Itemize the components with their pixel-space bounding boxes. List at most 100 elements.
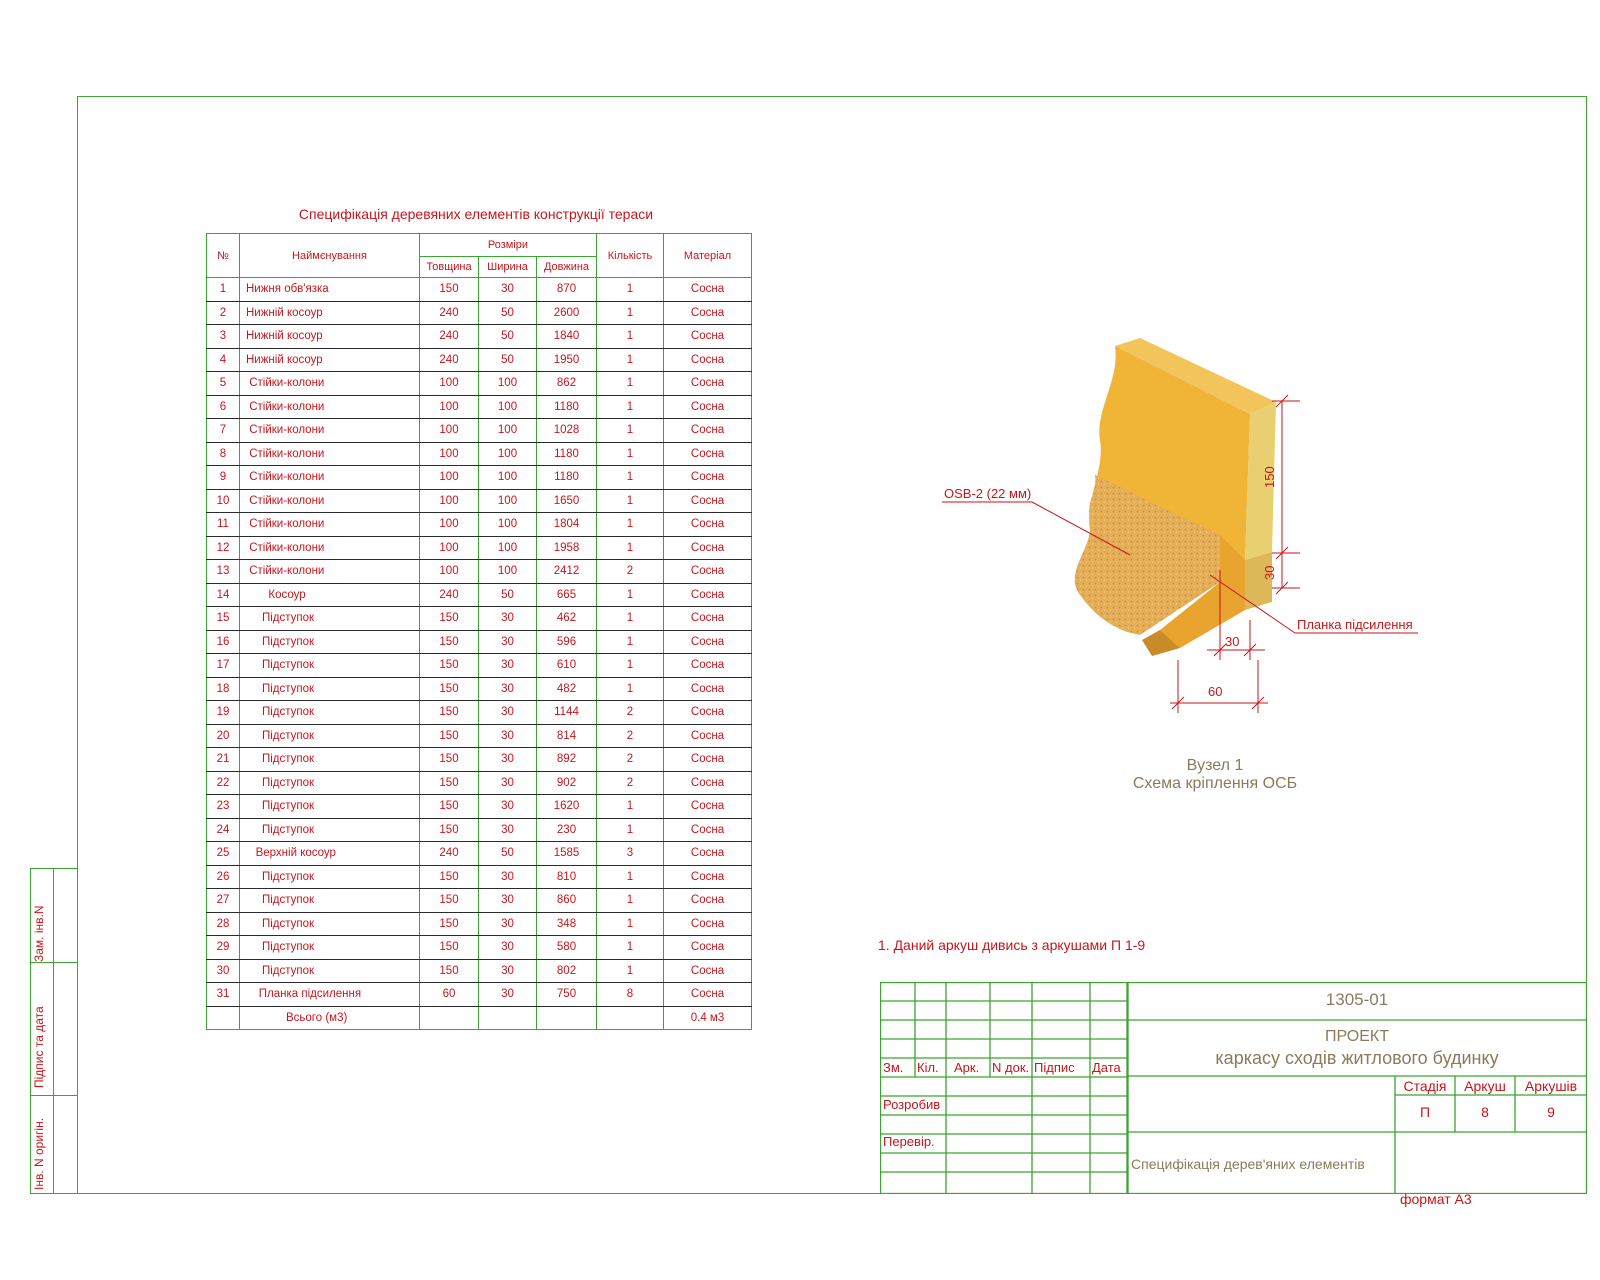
row-thickness: 100 — [419, 371, 479, 396]
row-num: 21 — [206, 747, 240, 772]
row-num: 15 — [206, 606, 240, 631]
row-qty: 1 — [596, 582, 664, 607]
side-label-pidpys: Підпис та дата — [32, 1006, 46, 1088]
row-width: 30 — [478, 817, 537, 842]
row-material: Сосна — [663, 347, 752, 372]
row-thickness: 150 — [419, 653, 479, 678]
project-line1: ПРОЕКТ — [1324, 1028, 1390, 1045]
row-qty: 2 — [596, 559, 664, 584]
row-material: Сосна — [663, 300, 752, 325]
row-qty: 1 — [596, 676, 664, 701]
stage-value: П — [1419, 1104, 1431, 1120]
row-qty: 1 — [596, 324, 664, 349]
header-thickness: Товщина — [419, 256, 479, 278]
row-material: Сосна — [663, 606, 752, 631]
dim-60 — [1170, 660, 1268, 713]
plank-bottom — [1142, 630, 1180, 656]
row-material: Сосна — [663, 441, 752, 466]
board-side-face — [1245, 402, 1276, 560]
row-length: 1958 — [536, 535, 597, 560]
plank-leader — [1209, 574, 1418, 634]
row-qty: 1 — [596, 817, 664, 842]
osb-plate — [1074, 475, 1220, 635]
sheet-title: Специфікація дерев'яних елементів — [1131, 1156, 1365, 1172]
row-length: 1950 — [536, 347, 597, 372]
row-thickness: 100 — [419, 559, 479, 584]
row-thickness: 150 — [419, 629, 479, 654]
row-length: 862 — [536, 371, 597, 396]
row-length: 1650 — [536, 488, 597, 513]
row-name: Підступок — [239, 911, 420, 936]
row-qty: 1 — [596, 606, 664, 631]
row-width: 100 — [478, 465, 537, 490]
row-thickness: 150 — [419, 794, 479, 819]
row-qty: 1 — [596, 653, 664, 678]
row-qty: 1 — [596, 394, 664, 419]
row-material: Сосна — [663, 582, 752, 607]
total-row: Всього (м3) 0.4 м3 — [206, 1005, 752, 1030]
row-width: 100 — [478, 559, 537, 584]
row-qty: 8 — [596, 982, 664, 1007]
row-material: Сосна — [663, 277, 752, 302]
dim-30-horizontal — [1207, 570, 1265, 660]
row-material: Сосна — [663, 394, 752, 419]
row-thickness: 150 — [419, 770, 479, 795]
dim-30-horizontal-label: 30 — [1225, 634, 1239, 649]
row-thickness: 150 — [419, 606, 479, 631]
row-name: Підступок — [239, 747, 420, 772]
row-width: 30 — [478, 700, 537, 725]
row-length: 1180 — [536, 441, 597, 466]
row-thickness: 150 — [419, 700, 479, 725]
row-length: 596 — [536, 629, 597, 654]
row-width: 30 — [478, 935, 537, 960]
row-material: Сосна — [663, 935, 752, 960]
plank-front — [1160, 535, 1245, 648]
row-length: 750 — [536, 982, 597, 1007]
row-qty: 1 — [596, 371, 664, 396]
col-ark: Арк. — [954, 1060, 980, 1075]
row-length: 1585 — [536, 841, 597, 866]
row-width: 30 — [478, 606, 537, 631]
row-num: 3 — [206, 324, 240, 349]
row-num: 31 — [206, 982, 240, 1007]
row-name: Планка підсилення — [239, 982, 420, 1007]
sheet-value: 8 — [1481, 1104, 1489, 1120]
row-width: 30 — [478, 629, 537, 654]
row-qty: 1 — [596, 512, 664, 537]
row-name: Стійки-колони — [239, 441, 420, 466]
row-num: 24 — [206, 817, 240, 842]
row-num: 14 — [206, 582, 240, 607]
row-num: 2 — [206, 300, 240, 325]
row-length: 348 — [536, 911, 597, 936]
dim-30-vertical-label: 30 — [1262, 566, 1277, 580]
row-thickness: 150 — [419, 935, 479, 960]
row-width: 50 — [478, 300, 537, 325]
row-length: 892 — [536, 747, 597, 772]
row-name: Підступок — [239, 606, 420, 631]
row-qty: 1 — [596, 794, 664, 819]
row-length: 665 — [536, 582, 597, 607]
row-num: 4 — [206, 347, 240, 372]
row-qty: 1 — [596, 935, 664, 960]
row-width: 30 — [478, 747, 537, 772]
row-name: Підступок — [239, 676, 420, 701]
row-num: 22 — [206, 770, 240, 795]
row-length: 810 — [536, 864, 597, 889]
row-name: Підступок — [239, 700, 420, 725]
row-name: Підступок — [239, 629, 420, 654]
col-zm: Зм. — [883, 1060, 904, 1075]
row-thickness: 100 — [419, 418, 479, 443]
row-name: Підступок — [239, 653, 420, 678]
row-num: 28 — [206, 911, 240, 936]
